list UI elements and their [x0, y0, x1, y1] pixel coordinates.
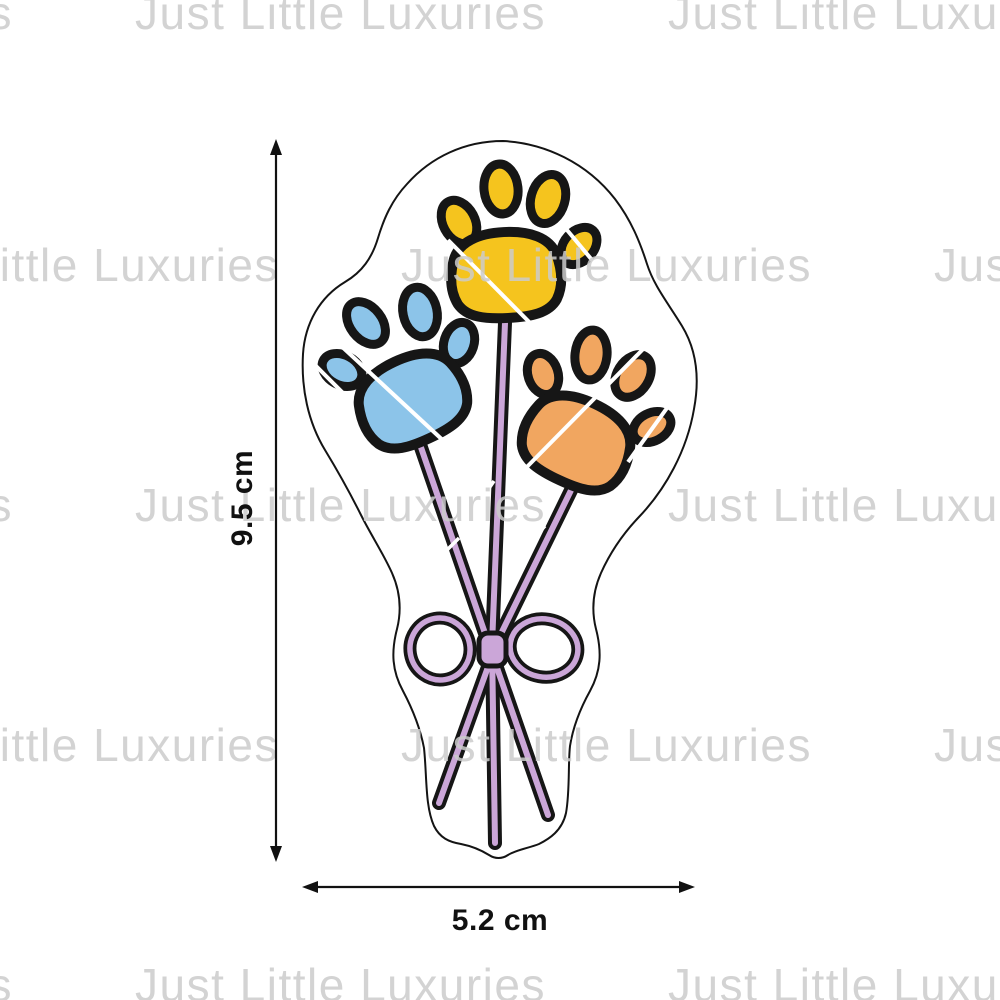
shine-line — [525, 524, 547, 548]
shine-line — [514, 335, 657, 480]
bow-loop-left-core — [407, 615, 473, 683]
shine-line — [626, 388, 682, 464]
paw-blue-toe — [398, 282, 442, 342]
height-dimension-arrow — [270, 139, 282, 862]
paw-orange — [510, 328, 676, 502]
paw-yellow-pad — [449, 229, 563, 321]
arrow-right-icon — [679, 881, 695, 893]
paw-blue-toe — [342, 297, 390, 349]
arrow-down-icon — [270, 846, 282, 862]
shine-line — [439, 536, 461, 558]
paw-orange-toe — [610, 350, 656, 402]
bow-knot — [476, 630, 509, 669]
arrow-up-icon — [270, 139, 282, 155]
ribbon-bow — [403, 611, 585, 687]
shine-line — [446, 238, 547, 340]
bow-loop-right-core — [507, 616, 581, 680]
paw-orange-pad — [510, 381, 643, 503]
shine-lines — [308, 228, 682, 558]
paw-blue-pad — [345, 339, 478, 461]
paw-yellow-toe — [525, 170, 571, 228]
shine-line — [336, 341, 450, 447]
arrow-left-icon — [302, 881, 318, 893]
shine-line — [308, 358, 354, 404]
width-dimension-arrow — [302, 881, 695, 893]
width-dimension-label: 5.2 cm — [451, 904, 549, 937]
shine-line — [477, 480, 496, 504]
height-dimension-label: 9.5 cm — [226, 449, 259, 547]
shine-line — [565, 228, 609, 280]
paw-yellow-toe — [479, 159, 523, 219]
paw-blue — [316, 284, 479, 461]
